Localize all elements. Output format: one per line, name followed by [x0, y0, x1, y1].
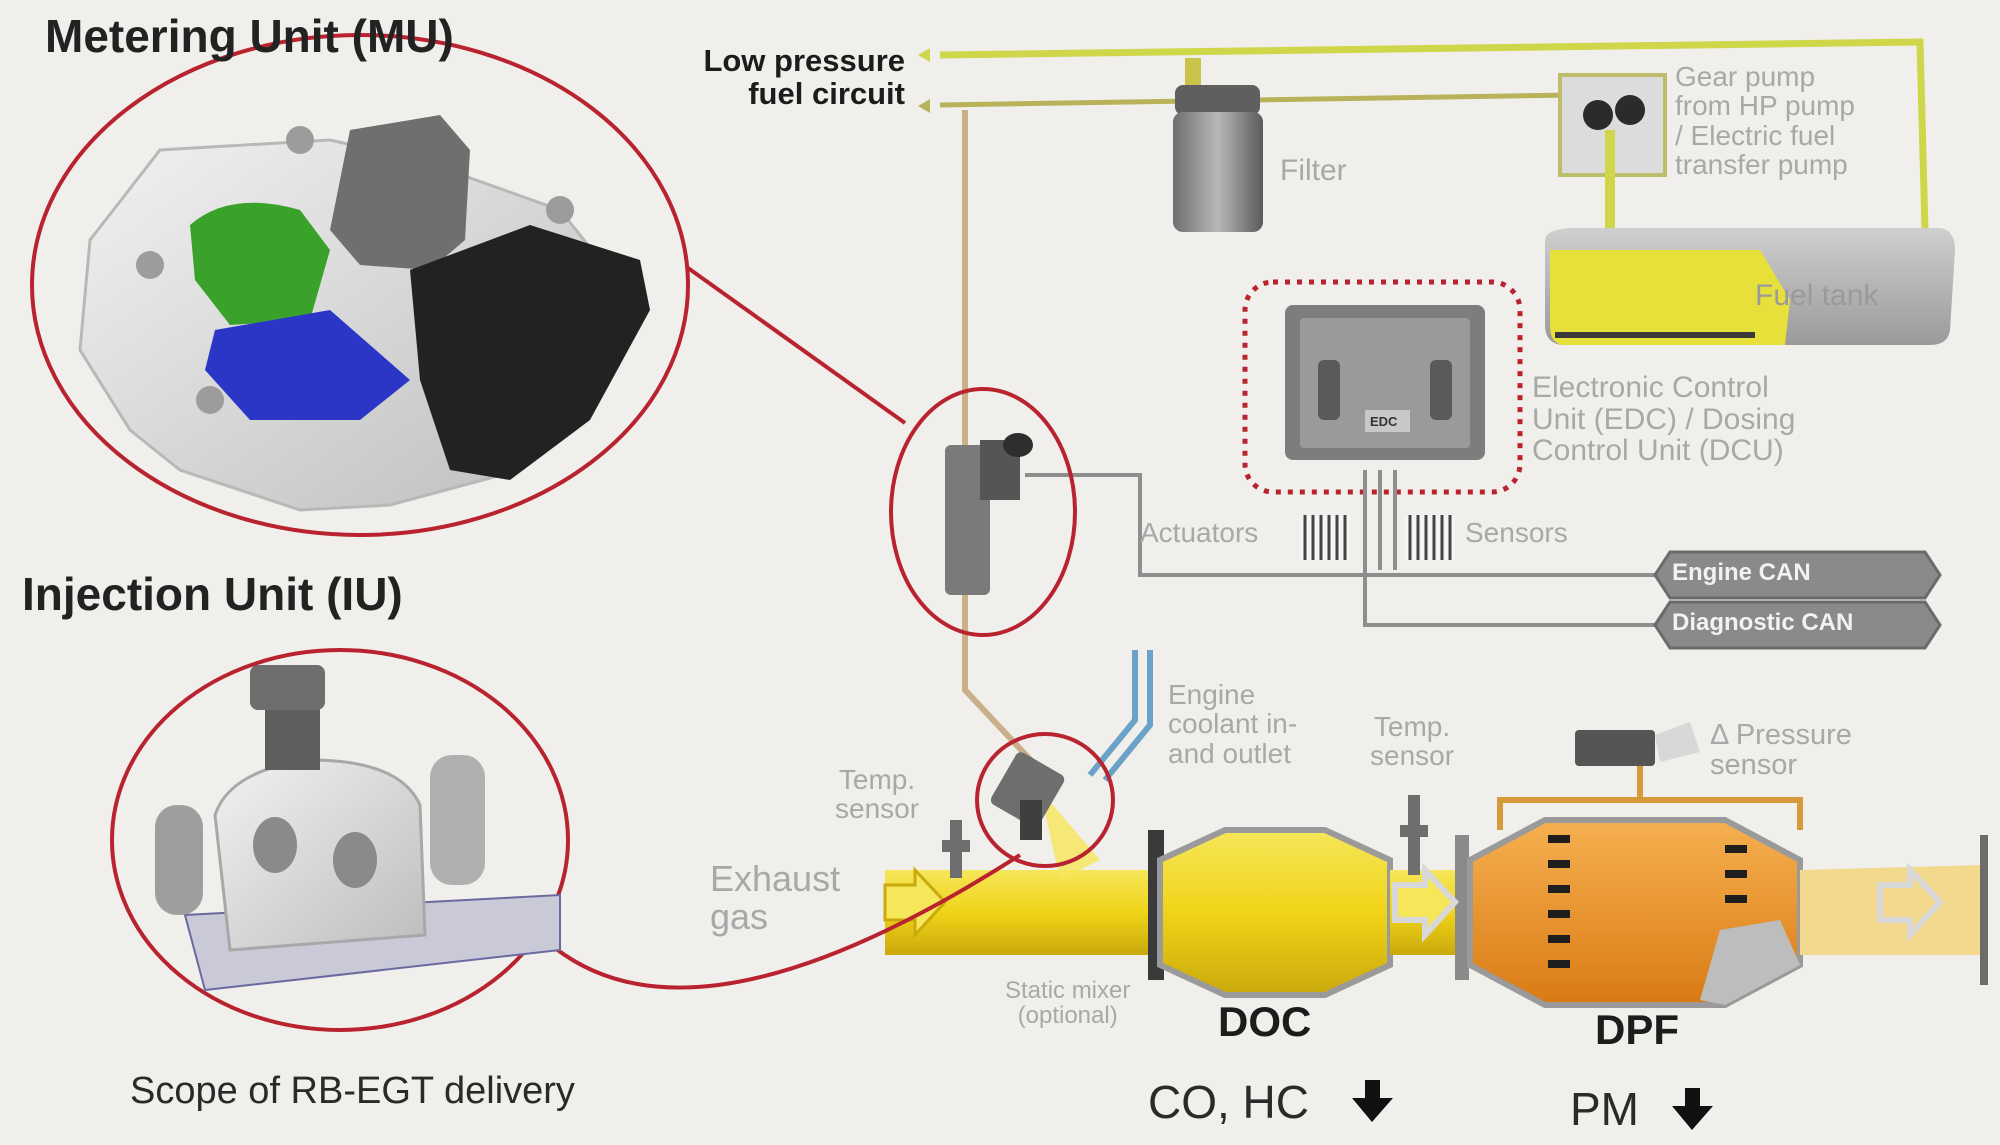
scope-caption: Scope of RB-EGT delivery: [130, 1070, 575, 1112]
fuel-tank-label: Fuel tank: [1755, 279, 1879, 312]
gear-pump-label: Gear pump from HP pump / Electric fuel t…: [1675, 61, 1855, 181]
metering-unit-small: [945, 433, 1033, 595]
exhaust-gas-label: Exhaust gas: [710, 858, 841, 937]
metering-unit-title: Metering Unit (MU): [45, 10, 454, 62]
dpf-channel-marks: [1548, 835, 1747, 968]
actuator-connector: [1300, 515, 1350, 560]
dpf-reduction-label: PM: [1570, 1083, 1639, 1135]
sensor-connector: [1405, 515, 1455, 560]
fuel-tank: [1545, 228, 1955, 345]
static-mixer-label: Static mixer (optional): [1005, 977, 1131, 1030]
ecu-module: [1242, 279, 1523, 495]
magnifier-rings: [30, 33, 1115, 1032]
dpf-pressure-lines: [1497, 760, 1803, 830]
engine-can-label: Engine CAN: [1672, 559, 1811, 586]
pressure-sensor-body: [1575, 722, 1700, 766]
doc-label: DOC: [1218, 998, 1312, 1045]
reduction-arrows: [1352, 1080, 1713, 1130]
control-wiring: [1025, 470, 1660, 627]
metering-unit-large: [78, 115, 650, 512]
filter-label: Filter: [1280, 154, 1347, 187]
exhaust-flow-arrows: [883, 862, 1945, 943]
pressure-sensor-label: Δ Pressure sensor: [1710, 719, 1852, 782]
gear-pump: [1558, 73, 1667, 270]
diagnostic-can-label: Diagnostic CAN: [1672, 609, 1854, 636]
injector-on-pipe: [990, 752, 1065, 840]
fuel-filter: [1173, 58, 1263, 232]
engine-can-box: [1653, 550, 1942, 600]
engine-coolant-label: Engine coolant in- and outlet: [1168, 679, 1298, 769]
temp-sensor-label-1: Temp. sensor: [835, 764, 920, 825]
injection-unit-large: [155, 665, 561, 992]
coolant-lines: [1087, 650, 1153, 782]
sensors-label: Sensors: [1465, 517, 1568, 548]
ecu-label: Electronic Control Unit (EDC) / Dosing C…: [1532, 371, 1796, 467]
ecu-chip-text: EDC: [1370, 414, 1398, 429]
temp-sensor-probes: [942, 795, 1428, 878]
doc-reduction-label: CO, HC: [1148, 1076, 1309, 1128]
injection-unit-title: Injection Unit (IU): [22, 568, 403, 620]
low-pressure-fuel-circuit-label: Low pressure fuel circuit: [703, 43, 905, 111]
temp-sensor-label-2: Temp. sensor: [1370, 711, 1455, 772]
diagnostic-can-box: [1653, 600, 1942, 650]
dpf-label: DPF: [1595, 1006, 1679, 1053]
actuators-label: Actuators: [1140, 517, 1259, 548]
